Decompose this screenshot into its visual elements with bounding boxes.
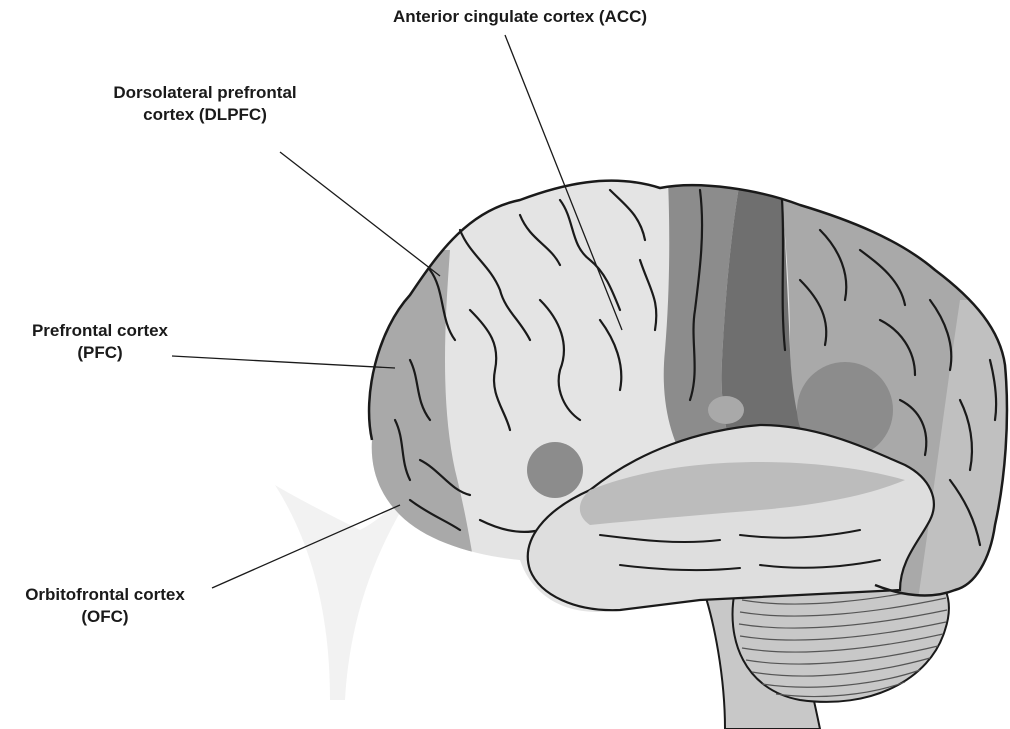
label-ofc: Orbitofrontal cortex (OFC) [0, 584, 210, 628]
label-dlpfc-line2: cortex (DLPFC) [90, 104, 320, 126]
small-blob [708, 396, 744, 424]
label-acc: Anterior cingulate cortex (ACC) [360, 6, 680, 28]
label-dlpfc: Dorsolateral prefrontal cortex (DLPFC) [90, 82, 320, 126]
leader-line-dlpfc [280, 152, 440, 276]
leader-line-pfc [172, 356, 395, 368]
label-dlpfc-line1: Dorsolateral prefrontal [90, 82, 320, 104]
label-pfc-line1: Prefrontal cortex [0, 320, 200, 342]
insula-blob [527, 442, 583, 498]
label-ofc-line1: Orbitofrontal cortex [0, 584, 210, 606]
label-ofc-line2: (OFC) [0, 606, 210, 628]
label-pfc: Prefrontal cortex (PFC) [0, 320, 200, 364]
label-pfc-line2: (PFC) [0, 342, 200, 364]
label-acc-line1: Anterior cingulate cortex (ACC) [360, 6, 680, 28]
